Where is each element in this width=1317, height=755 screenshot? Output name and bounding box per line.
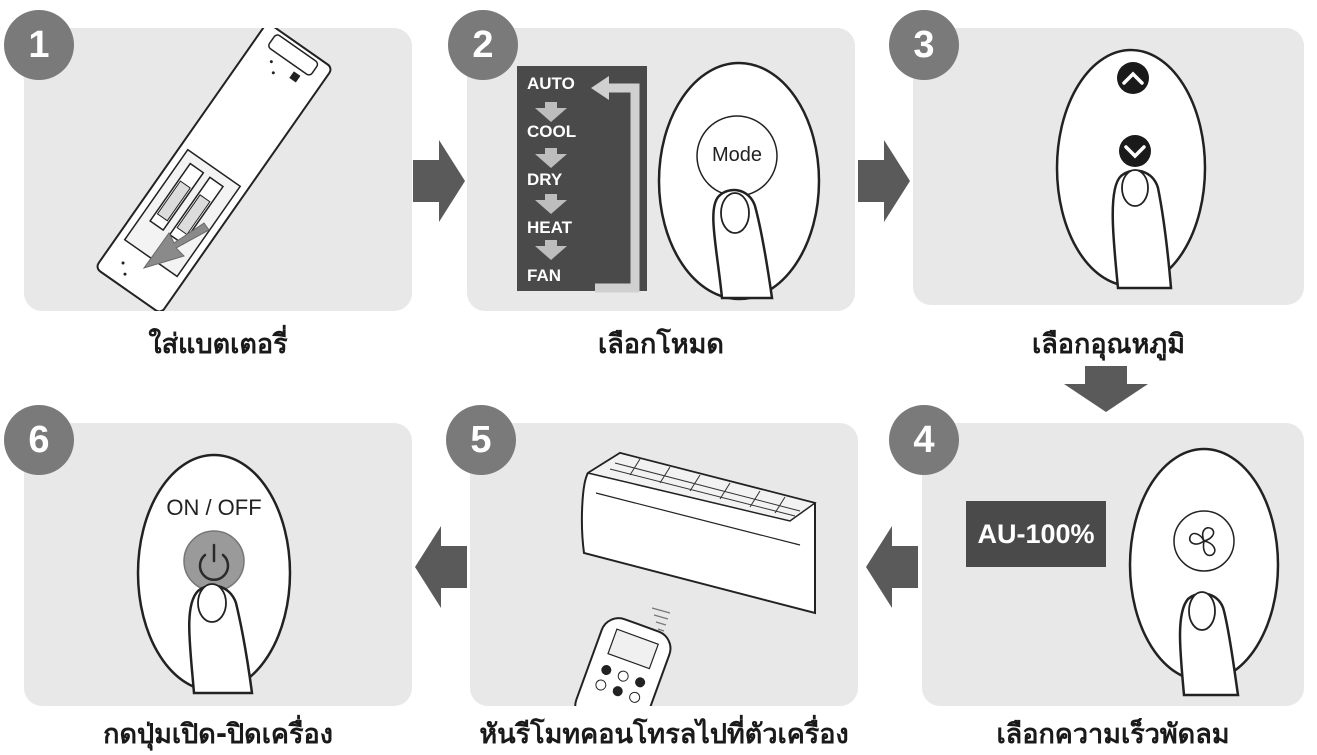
fan-speed-display: AU-100% <box>977 519 1095 549</box>
step-2-caption: เลือกโหมด <box>598 329 724 360</box>
step-5-caption: หันรีโมทคอนโทรลไปที่ตัวเครื่อง <box>479 719 849 750</box>
step-6-panel: ON / OFF <box>24 423 412 706</box>
power-button-illustration <box>136 453 292 695</box>
step-6-badge: 6 <box>4 405 74 475</box>
step-2-panel: AUTO COOL DRY HEAT FAN Mode <box>467 28 855 311</box>
arrow-right-icon <box>413 140 465 222</box>
arrow-down-icon <box>1064 366 1148 412</box>
step-3-caption: เลือกอุณหภูมิ <box>1032 329 1185 360</box>
step-1-badge: 1 <box>4 10 74 80</box>
aim-remote-illustration <box>574 451 817 706</box>
step-3-panel <box>913 28 1304 305</box>
fan-speed-illustration <box>966 447 1280 697</box>
mode-heat-label: HEAT <box>527 218 573 237</box>
temperature-selection-illustration <box>1055 48 1207 290</box>
step-4-badge: 4 <box>889 405 959 475</box>
step-4-panel: AU-100% <box>922 423 1304 706</box>
mode-cool-label: COOL <box>527 122 577 141</box>
mode-selection-illustration <box>517 61 821 301</box>
mode-fan-label: FAN <box>527 266 561 285</box>
mode-button-label: Mode <box>711 144 763 166</box>
step-1-panel <box>24 28 412 311</box>
remote-battery-illustration <box>96 28 332 311</box>
step-3-badge: 3 <box>889 10 959 80</box>
arrow-right-icon <box>858 140 910 222</box>
step-5-panel <box>470 423 858 706</box>
mode-dry-label: DRY <box>527 170 563 189</box>
fan-icon <box>1188 526 1216 557</box>
step-5-badge: 5 <box>446 405 516 475</box>
step-1-caption: ใส่แบตเตอรี่ <box>148 329 288 360</box>
step-2-badge: 2 <box>448 10 518 80</box>
arrow-left-icon <box>866 526 918 608</box>
arrow-left-icon <box>415 526 467 608</box>
step-4-caption: เลือกความเร็วพัดลม <box>996 719 1230 750</box>
step-6-caption: กดปุ่มเปิด-ปิดเครื่อง <box>103 719 333 750</box>
mode-auto-label: AUTO <box>527 74 575 93</box>
power-button-label: ON / OFF <box>166 495 262 520</box>
